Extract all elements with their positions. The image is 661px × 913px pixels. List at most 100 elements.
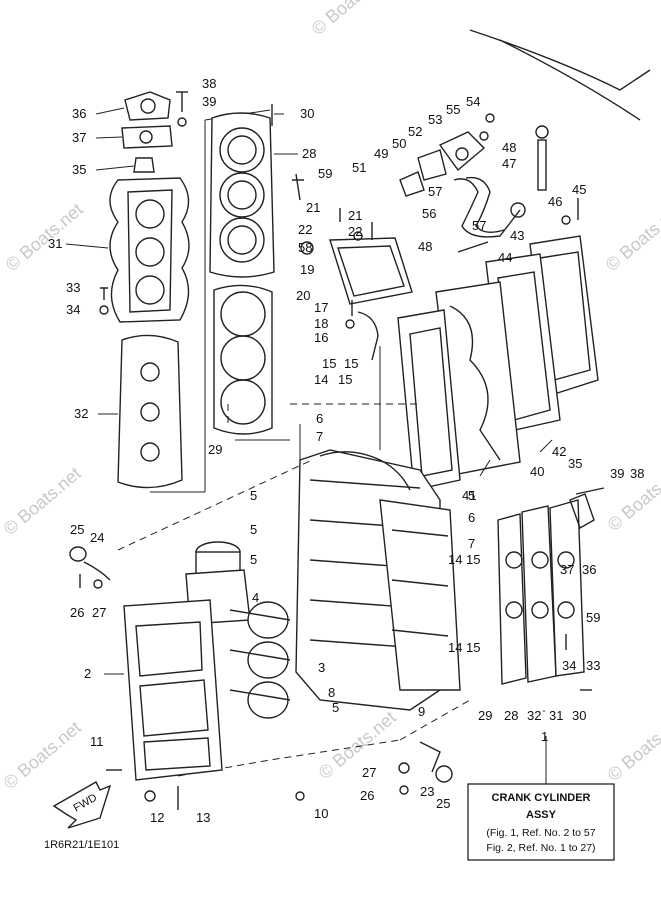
part-number: 39: [202, 94, 216, 109]
part-number: 24: [90, 530, 104, 545]
cylinder-head-gasket: [209, 104, 290, 441]
part-number: 16: [314, 330, 328, 345]
part-number: 5: [332, 700, 339, 715]
part-number: 6: [316, 411, 323, 426]
thermostat-cover-assembly: [399, 29, 651, 253]
part-number: 14: [448, 552, 462, 567]
part-number: 55: [446, 102, 460, 117]
part-number: 28: [302, 146, 316, 161]
part-number: 26: [360, 788, 374, 803]
part-number: 18: [314, 316, 328, 331]
part-number: 37: [560, 562, 574, 577]
part-number: 33: [586, 658, 600, 673]
part-number: 59: [318, 166, 332, 181]
part-number: 26: [70, 605, 84, 620]
part-number: 36: [72, 106, 86, 121]
part-number: 35: [72, 162, 86, 177]
bolt-38-39: [176, 91, 188, 127]
part-number: 29: [478, 708, 492, 723]
part-number: 32: [74, 406, 88, 421]
part-number: 17: [314, 300, 328, 315]
part-number: 57: [472, 218, 486, 233]
part-number: 11: [90, 734, 104, 749]
part-number: 15: [338, 372, 352, 387]
part-number: 10: [314, 806, 328, 821]
side-cover-stack: [497, 487, 605, 691]
assy-title-line2: ASSY: [526, 809, 557, 821]
part-number: 27: [92, 605, 106, 620]
crankshaft: [185, 541, 291, 719]
part-number: 27: [362, 765, 376, 780]
assy-info-box: CRANK CYLINDER ASSY (Fig. 1, Ref. No. 2 …: [467, 783, 615, 861]
part-number: 15: [322, 356, 336, 371]
part-number: 5: [250, 488, 257, 503]
part-number: 52: [408, 124, 422, 139]
part-number: 4: [252, 590, 259, 605]
leader-lines: [65, 107, 553, 830]
part-number: 22: [298, 222, 312, 237]
watermark: © Boats.net: [602, 199, 661, 275]
watermark: © Boats.net: [315, 707, 400, 783]
part-number: 15: [466, 552, 480, 567]
part-number: 37: [72, 130, 86, 145]
watermark: © Boats.net: [308, 0, 393, 39]
part-number: 49: [374, 146, 388, 161]
exhaust-cover-assembly: [397, 235, 599, 491]
part-number: 51: [352, 160, 366, 175]
part-number-labels: 1 2 3 4 5 5 5 5 5 6 6 7 7 8 9 10 11 12 1…: [48, 76, 644, 825]
part-number: 45: [572, 182, 586, 197]
part-number: 7: [316, 429, 323, 444]
part-number: 56: [422, 206, 436, 221]
watermark: © Boats.net: [0, 717, 85, 793]
part-number: 38: [630, 466, 644, 481]
part-number: 54: [466, 94, 480, 109]
part-number: 47: [502, 156, 516, 171]
part-number: 28: [504, 708, 518, 723]
part-number: 15: [466, 640, 480, 655]
part-number: 12: [150, 810, 164, 825]
part-number: 14: [448, 640, 462, 655]
part-number: 57: [428, 184, 442, 199]
part-number: 8: [328, 685, 335, 700]
part-number: 19: [300, 262, 314, 277]
part-number: 46: [548, 194, 562, 209]
part-number: 38: [202, 76, 216, 91]
part-number: 31: [549, 708, 563, 723]
part-number: 31: [48, 236, 62, 251]
part-number: 48: [418, 239, 432, 254]
part-number: 59: [586, 610, 600, 625]
part-number: 15: [344, 356, 358, 371]
part-number: 5: [468, 488, 475, 503]
watermark: © Boats.net: [2, 199, 87, 275]
part-number: 3: [318, 660, 325, 675]
part-number: 36: [582, 562, 596, 577]
cylinder-head-assembly: [99, 91, 271, 493]
part-number: 39: [610, 466, 624, 481]
assy-note-line1: (Fig. 1, Ref. No. 2 to 57: [486, 827, 595, 839]
part-number: 42: [552, 444, 566, 459]
part-number: 20: [296, 288, 310, 303]
part-number: 5: [250, 522, 257, 537]
cover-plate-assembly: [292, 173, 413, 361]
part-number: 14: [314, 372, 328, 387]
part-number: 9: [418, 704, 425, 719]
intake-cover: [123, 599, 223, 781]
part-number: 41: [462, 488, 476, 503]
watermark: © Boats.net: [604, 709, 661, 785]
part-number: 5: [250, 552, 257, 567]
fwd-arrow: FWD: [52, 781, 112, 829]
part-number: 30: [300, 106, 314, 121]
part-number: 32: [527, 708, 541, 723]
part-number: 22: [348, 224, 362, 239]
part-number: 23: [420, 784, 434, 799]
part-number: 44: [498, 250, 512, 265]
part-number: 7: [468, 536, 475, 551]
part-number: 53: [428, 112, 442, 127]
part-number: 34: [562, 658, 576, 673]
part-number: 33: [66, 280, 80, 295]
part-number: 21: [306, 200, 320, 215]
assy-title-line1: CRANK CYLINDER: [492, 792, 591, 804]
part-number: 25: [436, 796, 450, 811]
part-number: 43: [510, 228, 524, 243]
small-fittings: [69, 546, 453, 810]
